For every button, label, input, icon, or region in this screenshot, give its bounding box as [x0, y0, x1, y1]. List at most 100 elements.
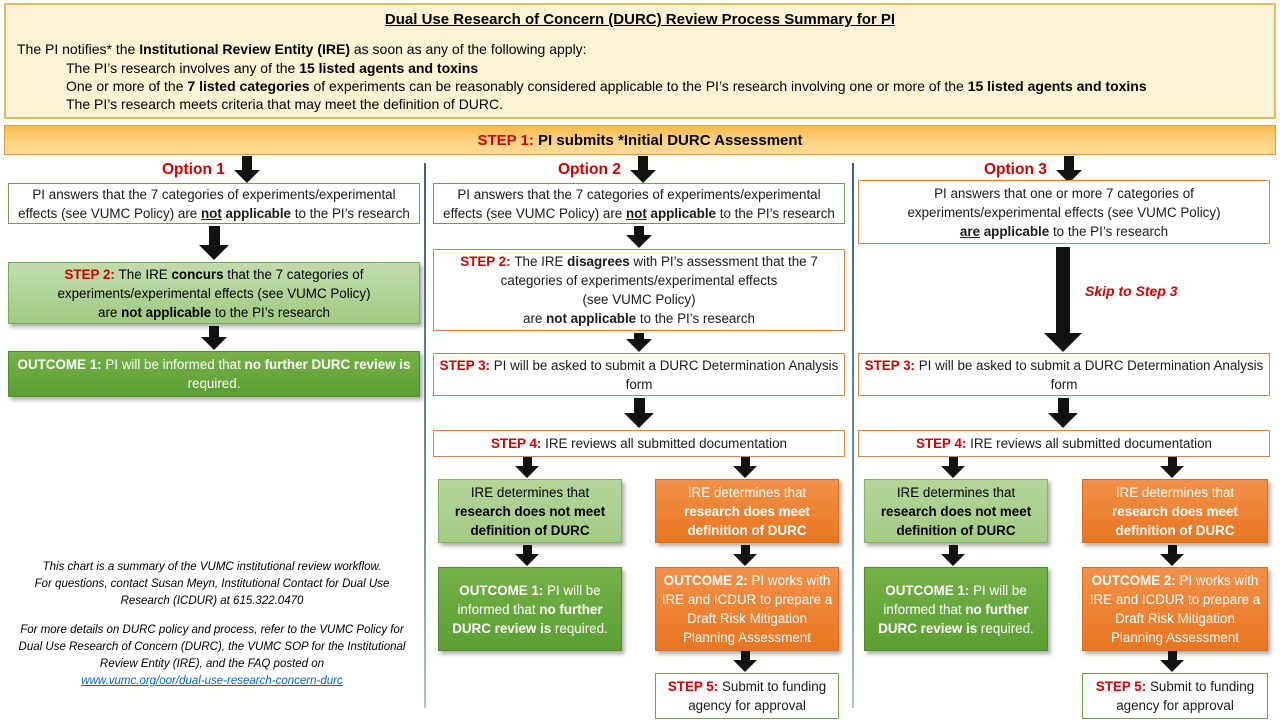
- option3-pi-answer-box: PI answers that one or more 7 categories…: [858, 180, 1270, 244]
- arrow-stem: [740, 545, 750, 554]
- arrow-head: [1044, 333, 1082, 352]
- down-arrow-icon: [1055, 156, 1082, 183]
- arrow-stem: [740, 457, 750, 466]
- page-title: Dual Use Research of Concern (DURC) Revi…: [384, 11, 896, 28]
- arrow-head: [733, 554, 757, 566]
- arrow-stem: [740, 651, 750, 660]
- arrow-stem: [1056, 247, 1070, 333]
- down-arrow-icon: [629, 156, 656, 183]
- option1-header: Option 1: [162, 156, 260, 183]
- down-arrow-icon: [624, 398, 654, 428]
- option2-label: Option 2: [558, 160, 621, 178]
- down-arrow-icon: [1160, 545, 1184, 566]
- intro-bullet-2: One or more of the 7 listed categories o…: [66, 78, 1147, 94]
- down-arrow-icon: [201, 326, 227, 350]
- arrow-stem: [1057, 398, 1069, 413]
- option2-header: Option 2: [558, 156, 656, 183]
- option1-outcome1-box: OUTCOME 1: PI will be informed that no f…: [8, 351, 420, 397]
- arrow-head: [941, 466, 965, 478]
- down-arrow-icon: [626, 226, 652, 248]
- intro-line: The PI notifies* the Institutional Revie…: [17, 41, 587, 57]
- footer-policy-note: For more details on DURC policy and proc…: [18, 624, 406, 670]
- option2-step2-box: STEP 2: The IRE disagrees with PI’s asse…: [433, 249, 845, 331]
- arrow-stem: [1167, 457, 1177, 466]
- arrow-head: [515, 466, 539, 478]
- step1-banner: STEP 1: PI submits *Initial DURC Assessm…: [4, 125, 1276, 155]
- arrow-head: [629, 170, 656, 183]
- down-arrow-icon: [515, 457, 539, 478]
- down-arrow-icon: [1044, 247, 1082, 352]
- down-arrow-icon: [733, 457, 757, 478]
- arrow-stem: [634, 226, 644, 235]
- option1-label: Option 1: [162, 160, 225, 178]
- arrow-head: [1160, 554, 1184, 566]
- arrow-head: [1055, 170, 1082, 183]
- option3-step3-box: STEP 3: PI will be asked to submit a DUR…: [858, 353, 1270, 396]
- down-arrow-icon: [1160, 651, 1184, 672]
- arrow-head: [515, 554, 539, 566]
- footer-link-line: www.vumc.org/oor/dual-use-research-conce…: [2, 673, 422, 690]
- arrow-stem: [633, 398, 645, 413]
- down-arrow-icon: [515, 545, 539, 566]
- arrow-head: [201, 337, 227, 350]
- arrow-head: [733, 466, 757, 478]
- arrow-stem: [948, 545, 958, 554]
- arrow-stem: [637, 156, 648, 170]
- footer-link[interactable]: www.vumc.org/oor/dual-use-research-conce…: [81, 675, 343, 687]
- column-divider-1: [424, 163, 426, 708]
- option1-step2-box: STEP 2: The IRE concurs that the 7 categ…: [8, 262, 420, 324]
- arrow-stem: [948, 457, 958, 466]
- intro-bullet-3: The PI’s research meets criteria that ma…: [66, 96, 504, 112]
- down-arrow-icon: [941, 545, 965, 566]
- option2-step3-box: STEP 3: PI will be asked to submit a DUR…: [433, 353, 845, 396]
- arrow-head: [626, 235, 652, 248]
- intro-box: Dual Use Research of Concern (DURC) Revi…: [4, 3, 1276, 119]
- arrow-stem: [634, 333, 644, 339]
- down-arrow-icon: [199, 226, 229, 260]
- arrow-stem: [208, 226, 220, 245]
- footer-note: This chart is a summary of the VUMC inst…: [34, 561, 390, 607]
- down-arrow-icon: [733, 545, 757, 566]
- option3-label: Option 3: [984, 160, 1047, 178]
- arrow-head: [199, 245, 229, 260]
- arrow-head: [1160, 466, 1184, 478]
- intro-bullet-1: The PI’s research involves any of the 15…: [66, 60, 479, 76]
- arrow-stem: [1167, 651, 1177, 660]
- down-arrow-icon: [941, 457, 965, 478]
- column-divider-2: [852, 163, 854, 708]
- option2-step4-box: STEP 4: IRE reviews all submitted docume…: [433, 430, 845, 457]
- down-arrow-icon: [233, 156, 260, 183]
- option1-pi-answer-box: PI answers that the 7 categories of expe…: [8, 183, 420, 224]
- arrow-head: [1160, 660, 1184, 672]
- arrow-stem: [1167, 545, 1177, 554]
- option3-step4-box: STEP 4: IRE reviews all submitted docume…: [858, 430, 1270, 457]
- down-arrow-icon: [626, 333, 652, 352]
- arrow-stem: [209, 326, 219, 337]
- arrow-head: [941, 554, 965, 566]
- arrow-head: [626, 339, 652, 352]
- skip-to-step3-label: Skip to Step 3: [1085, 283, 1178, 299]
- arrow-stem: [522, 457, 532, 466]
- arrow-head: [624, 413, 654, 428]
- arrow-stem: [241, 156, 252, 170]
- down-arrow-icon: [733, 651, 757, 672]
- option2-pi-answer-box: PI answers that the 7 categories of expe…: [433, 183, 845, 224]
- down-arrow-icon: [1048, 398, 1078, 428]
- arrow-stem: [522, 545, 532, 554]
- arrow-head: [233, 170, 260, 183]
- arrow-head: [733, 660, 757, 672]
- down-arrow-icon: [1160, 457, 1184, 478]
- arrow-stem: [1063, 156, 1074, 170]
- arrow-head: [1048, 413, 1078, 428]
